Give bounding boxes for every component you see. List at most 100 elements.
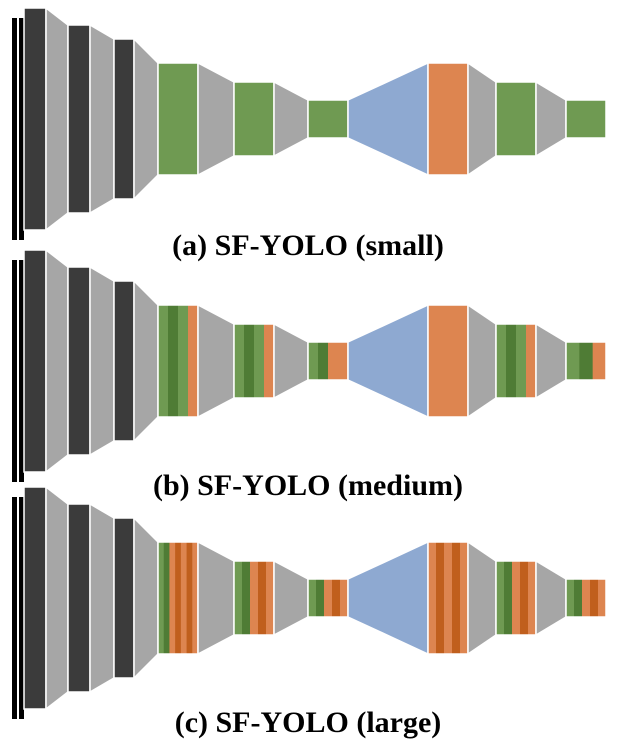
feature-block-large-stripe [180, 542, 187, 654]
fusion-block-stripe [428, 305, 469, 417]
feature-block-large-stripe [178, 305, 189, 417]
backbone-layer-3-stripe [114, 518, 135, 678]
fusion-block [427, 541, 469, 655]
feature-block-large [157, 541, 199, 655]
neck-block-medium-stripe [520, 561, 529, 635]
input-edge-bar [19, 497, 24, 719]
neck-block-medium-stripe [516, 324, 527, 398]
feature-block-large-stripe [175, 542, 182, 654]
transition-funnel [273, 322, 309, 400]
backbone-layer-2-stripe [68, 25, 91, 213]
backbone-layer-3-stripe [114, 39, 135, 199]
neck-block-small-outline [565, 99, 607, 139]
feature-block-small-stripe [308, 100, 349, 138]
feature-block-small-stripe [308, 342, 319, 380]
neck-block-small-stripe [566, 579, 575, 617]
transition-funnel [535, 80, 567, 158]
feature-block-small-stripe [340, 579, 349, 617]
feature-block-small-stripe [316, 579, 325, 617]
neck-block-medium-stripe [512, 561, 521, 635]
backbone-layer-3 [113, 38, 135, 200]
fusion-block-stripe [436, 542, 445, 654]
feature-block-large-stripe [158, 63, 199, 175]
input-edge-bar [19, 18, 24, 240]
backbone-layer-1-stripe [24, 8, 47, 230]
feature-block-small-stripe [308, 579, 317, 617]
input-edge-bar [12, 260, 17, 482]
transition-funnel [45, 485, 69, 711]
caption-small: (a) SF-YOLO (small) [172, 229, 444, 262]
transition-funnel [535, 322, 567, 400]
feature-block-medium-stripe [254, 324, 265, 398]
feature-block-large [157, 62, 199, 176]
transition-funnel [197, 540, 235, 656]
feature-block-small-stripe [318, 342, 329, 380]
fusion-block-stripe [428, 63, 469, 175]
feature-block-medium [233, 560, 275, 636]
neck-block-small-outline [565, 578, 607, 618]
backbone-layer-1 [23, 486, 47, 710]
caption-medium: (b) SF-YOLO (medium) [153, 469, 463, 502]
transition-funnel [467, 540, 497, 656]
feature-block-large-stripe [188, 305, 199, 417]
feature-block-large-stripe [158, 542, 165, 654]
fusion-block-stripe [452, 542, 461, 654]
backbone-layer-2 [67, 24, 91, 214]
feature-block-medium-stripe [234, 82, 275, 156]
feature-block-small-stripe [332, 579, 341, 617]
neck-block-medium [495, 81, 537, 157]
backbone-layer-1 [23, 249, 47, 473]
neck-block-medium-stripe [504, 561, 513, 635]
backbone-layer-1-stripe [24, 250, 47, 472]
neck-block-small-stripe [566, 342, 580, 380]
transition-funnel [467, 61, 497, 177]
feature-block-medium-stripe [264, 324, 275, 398]
transition-funnel [133, 279, 159, 443]
transition-funnel [467, 303, 497, 419]
transition-funnel [45, 248, 69, 474]
feature-block-small-stripe [338, 342, 349, 380]
feature-block-large-stripe [169, 542, 176, 654]
feature-block-large-stripe [163, 542, 170, 654]
neck-block-medium-stripe [496, 324, 507, 398]
neck-block-medium-stripe [526, 324, 537, 398]
transition-funnel [89, 502, 115, 694]
neck-block-small-stripe [598, 579, 607, 617]
feature-block-medium-stripe [242, 561, 251, 635]
fusion-block-stripe [460, 542, 469, 654]
neck-block-medium-stripe [528, 561, 537, 635]
backbone-layer-3-stripe [114, 281, 135, 441]
transition-funnel [133, 37, 159, 201]
transition-funnel [535, 559, 567, 637]
input-edge-bar [12, 497, 17, 719]
feature-block-medium-stripe [244, 324, 255, 398]
transition-funnel [89, 265, 115, 457]
feature-block-medium-stripe [258, 561, 267, 635]
neck-block-medium [495, 323, 537, 399]
backbone-layer-2 [67, 266, 91, 456]
input-edge-bar [19, 260, 24, 482]
fusion-block [427, 62, 469, 176]
bottleneck-expansion [347, 303, 429, 419]
feature-block-small [307, 578, 349, 618]
panel-small [12, 6, 607, 240]
transition-funnel [197, 303, 235, 419]
panel-large [12, 485, 607, 719]
feature-block-small-stripe [324, 579, 333, 617]
feature-block-medium [233, 323, 275, 399]
neck-block-small-stripe [590, 579, 599, 617]
bottleneck-expansion [347, 61, 429, 177]
transition-funnel [133, 516, 159, 680]
feature-block-large-stripe [158, 305, 169, 417]
feature-block-large-stripe [186, 542, 193, 654]
bottleneck-expansion [347, 540, 429, 656]
neck-block-small-stripe [566, 100, 607, 138]
neck-block-medium-stripe [506, 324, 517, 398]
input-edge-bar [12, 18, 17, 240]
feature-block-small [307, 341, 349, 381]
neck-block-small [565, 99, 607, 139]
feature-block-medium-stripe [250, 561, 259, 635]
backbone-layer-3 [113, 280, 135, 442]
transition-funnel [273, 80, 309, 158]
